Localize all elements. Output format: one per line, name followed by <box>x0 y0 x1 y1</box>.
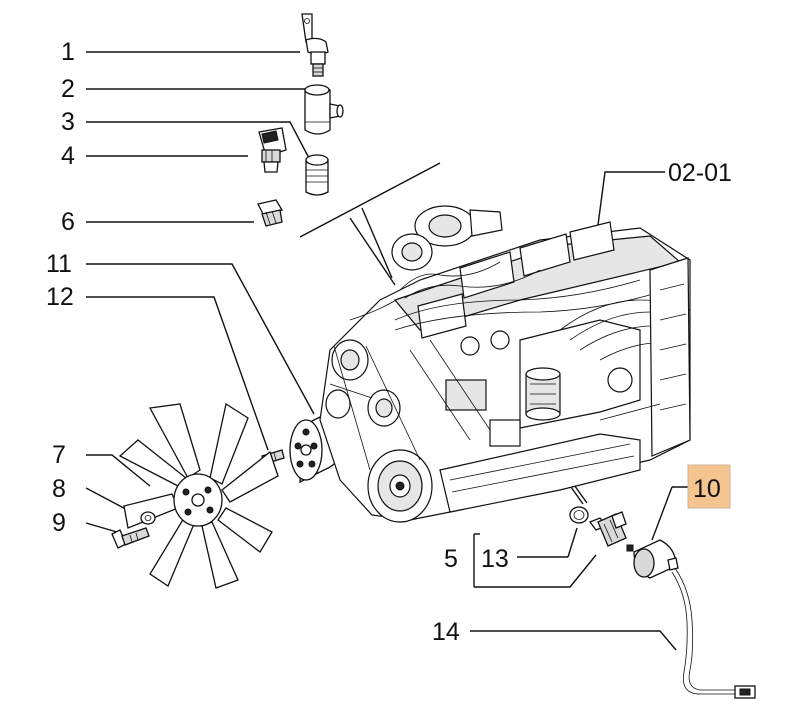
callout-7: 7 <box>52 441 66 469</box>
callout-1: 1 <box>61 38 75 66</box>
part-2-tee-fitting <box>304 84 344 135</box>
leader-lines <box>85 51 690 651</box>
callout-9: 9 <box>52 509 66 537</box>
callout-8: 8 <box>52 475 66 503</box>
callout-6: 6 <box>61 208 75 236</box>
part-14-wire-harness <box>671 567 756 699</box>
callout-13: 13 <box>481 545 509 573</box>
callout-2: 2 <box>61 75 75 103</box>
part-9-screw <box>111 527 150 549</box>
part-1-sensor <box>301 13 329 77</box>
part-4-pressure-switch <box>258 127 287 173</box>
callout-4: 4 <box>61 142 75 170</box>
callout-11: 11 <box>46 250 72 278</box>
callout-labels: 1 2 3 4 6 11 12 7 8 9 02-01 5 13 14 10 <box>46 38 732 646</box>
part-13-seal <box>569 506 589 524</box>
part-3-nipple <box>305 154 329 196</box>
callout-10-highlight <box>687 464 731 509</box>
part-7-fan <box>118 402 279 589</box>
callout-3: 3 <box>61 108 75 136</box>
callout-10: 10 <box>693 475 721 503</box>
callout-14: 14 <box>432 618 460 646</box>
callout-5: 5 <box>444 545 458 573</box>
callout-12: 12 <box>46 283 74 311</box>
engine-assembly <box>319 205 691 523</box>
part-8-washer <box>140 511 156 525</box>
part-10-sender <box>626 539 679 579</box>
part-6-plug <box>257 199 283 227</box>
part-5-adapter <box>588 511 627 547</box>
callout-ref-02-01: 02-01 <box>668 159 732 187</box>
